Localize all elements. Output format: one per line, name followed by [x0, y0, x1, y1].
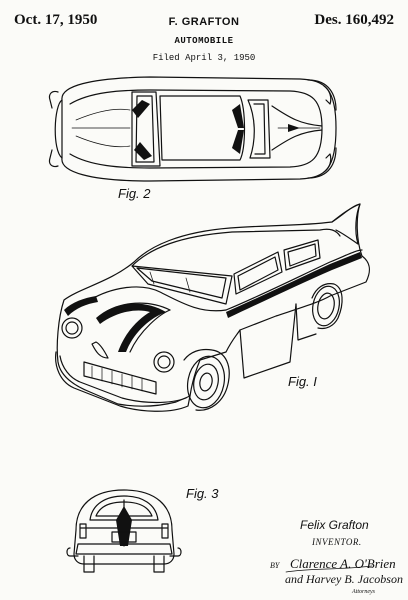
- inventor-role: INVENTOR.: [312, 537, 362, 547]
- patent-number: Des. 160,492: [314, 12, 394, 28]
- by-label: BY: [270, 561, 280, 570]
- figure-3-label: Fig. 3: [186, 486, 219, 501]
- inventor-surname-header: F. GRAFTON: [168, 16, 240, 28]
- patent-title: AUTOMOBILE: [174, 36, 234, 46]
- figure-1-label: Fig. I: [288, 374, 317, 389]
- figure-2-label: Fig. 2: [118, 186, 151, 201]
- figure-1-perspective-view: [55, 203, 371, 412]
- figure-2-top-view: [48, 76, 337, 182]
- patent-date: Oct. 17, 1950: [14, 12, 98, 28]
- attorney-signature-2: and Harvey B. Jacobson: [285, 572, 403, 586]
- attorneys-label: Attorneys: [352, 589, 375, 595]
- filed-date: Filed April 3, 1950: [152, 53, 256, 63]
- attorney-signature-1: Clarence A. O'Brien: [290, 556, 396, 571]
- figure-3-rear-view: [66, 489, 182, 573]
- inventor-name: Felix Grafton: [300, 518, 369, 532]
- signature-underline: [285, 565, 373, 573]
